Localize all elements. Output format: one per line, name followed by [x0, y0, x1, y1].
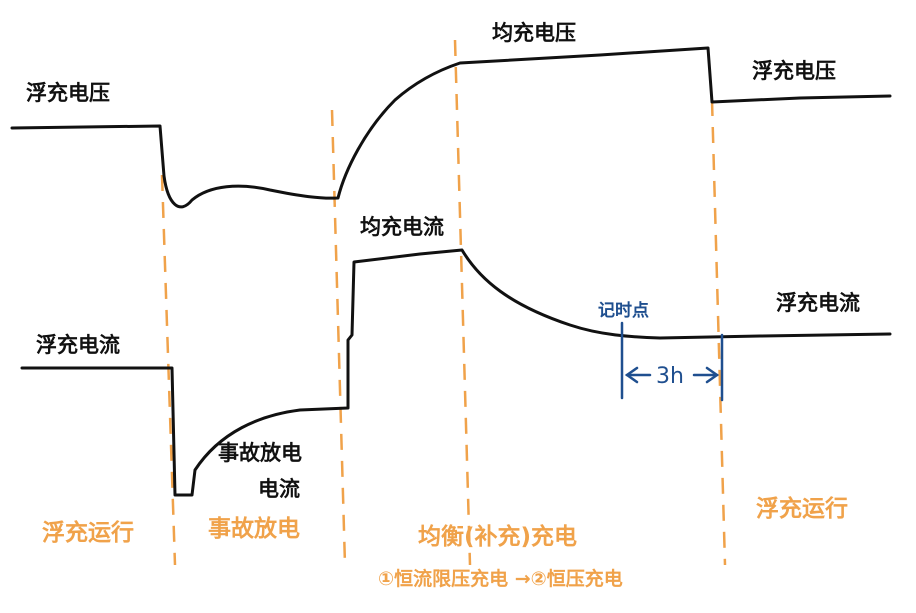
timing-start-label: 记时点	[598, 300, 649, 321]
discharge-current-label-line1: 事故放电	[218, 441, 302, 465]
phase-divider-3	[453, 39, 472, 566]
timing-duration-label: 3h	[656, 364, 684, 389]
float-voltage-label-left: 浮充电压	[26, 81, 110, 105]
timing-arrowhead-right	[705, 366, 720, 384]
equalize-current-label: 均充电流	[360, 215, 444, 239]
equalize-voltage-label: 均充电压	[492, 21, 576, 45]
phase-divider-2	[330, 109, 347, 566]
discharge-current-label-line2: 电流	[258, 477, 300, 501]
phase-divider-4	[710, 99, 727, 566]
voltage-curve	[10, 46, 892, 209]
phase-label-float-right: 浮充运行	[756, 495, 848, 522]
phase-label-equalize: 均衡(补充)充电	[418, 523, 577, 550]
float-voltage-label-right: 浮充电压	[752, 59, 836, 83]
phase-label-equalize-steps: ①恒流限压充电 →②恒压充电	[378, 567, 623, 590]
current-curve	[20, 248, 892, 497]
timing-arrowhead-left	[624, 366, 639, 384]
float-current-label-right: 浮充电流	[776, 291, 860, 315]
float-current-label-left: 浮充电流	[36, 333, 120, 357]
phase-label-discharge: 事故放电	[208, 515, 300, 542]
phase-label-float-left: 浮充运行	[42, 519, 134, 546]
phase-divider-1	[160, 174, 177, 566]
